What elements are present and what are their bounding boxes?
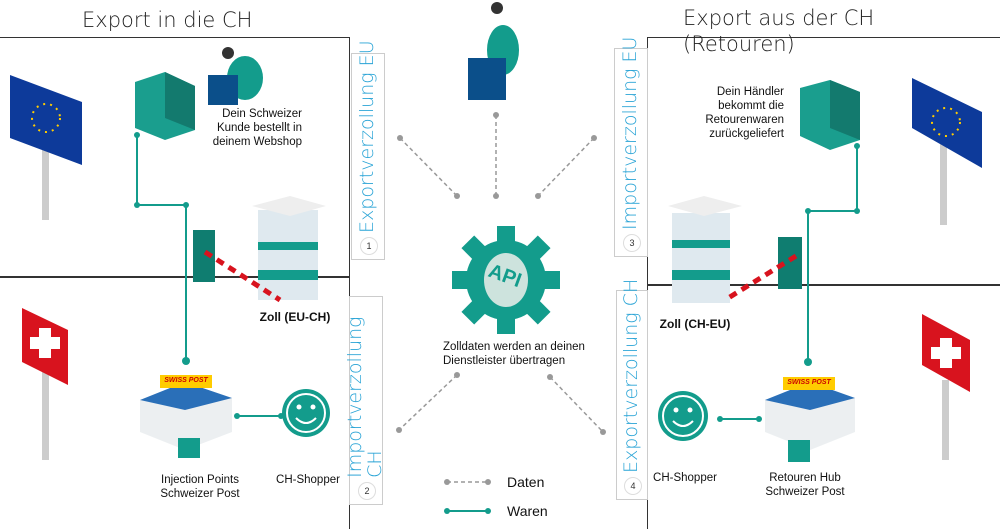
shopper-label: CH-Shopper <box>276 474 340 486</box>
post-sign: SWISS POST <box>787 379 831 386</box>
customs-label-ch-eu: Zoll (CH-EU) <box>659 317 731 331</box>
returns-hub-label: Retouren Hub Schweizer Post <box>765 472 845 498</box>
step-1-label: Exportverzollung EU 1 <box>351 40 385 260</box>
legend-data-line <box>444 479 491 485</box>
smiley-icon <box>282 389 330 437</box>
api-caption: Zolldaten werden an deinen Dienstleister… <box>443 341 585 367</box>
swiss-flag-icon <box>922 314 970 460</box>
customer-text: Dein Schweizer Kunde bestellt in deinem … <box>212 108 302 148</box>
step-number: 2 <box>358 482 376 500</box>
right-title: Export aus der CH <box>683 6 875 30</box>
pallet-icon <box>135 72 195 140</box>
person-at-desk-icon <box>208 47 263 105</box>
post-sign: SWISS POST <box>164 377 208 384</box>
step-number: 3 <box>623 234 641 252</box>
legend-goods-line <box>444 508 491 514</box>
right-panel <box>647 37 1000 529</box>
step-2-label: Importverzollung CH 2 <box>344 296 386 505</box>
left-divider <box>0 276 350 278</box>
left-panel <box>0 37 350 529</box>
step-3-label: Importverzollung EU 3 <box>614 37 648 257</box>
customs-booth-icon <box>193 196 326 303</box>
injection-points-label: Injection Points Schweizer Post <box>160 474 240 500</box>
step-number: 1 <box>360 237 378 255</box>
step-number: 4 <box>624 477 642 495</box>
legend-data-label: Daten <box>507 474 545 490</box>
data-lines <box>396 112 606 435</box>
person-at-desk-icon <box>468 2 519 100</box>
customs-label-eu-ch: Zoll (EU-CH) <box>259 310 331 324</box>
api-gear-icon <box>452 226 560 334</box>
right-divider <box>647 284 1000 286</box>
eu-flag-icon <box>912 78 982 225</box>
step-4-label: Exportverzollung CH 4 <box>616 279 648 500</box>
merchant-text: Dein Händler bekommt die Retourenwaren z… <box>705 86 784 140</box>
customs-booth-icon <box>668 196 802 303</box>
warehouse-icon <box>140 375 232 458</box>
warehouse-icon <box>765 377 855 462</box>
swiss-flag-icon <box>22 308 68 460</box>
pallet-icon <box>800 80 860 150</box>
legend-goods-label: Waren <box>507 503 548 519</box>
shopper-label: CH-Shopper <box>653 472 717 484</box>
eu-flag-icon <box>10 75 82 220</box>
smiley-icon <box>658 391 708 441</box>
left-title: Export in die CH <box>82 8 253 32</box>
goods-lines <box>134 132 860 422</box>
right-subtitle: (Retouren) <box>683 32 795 56</box>
